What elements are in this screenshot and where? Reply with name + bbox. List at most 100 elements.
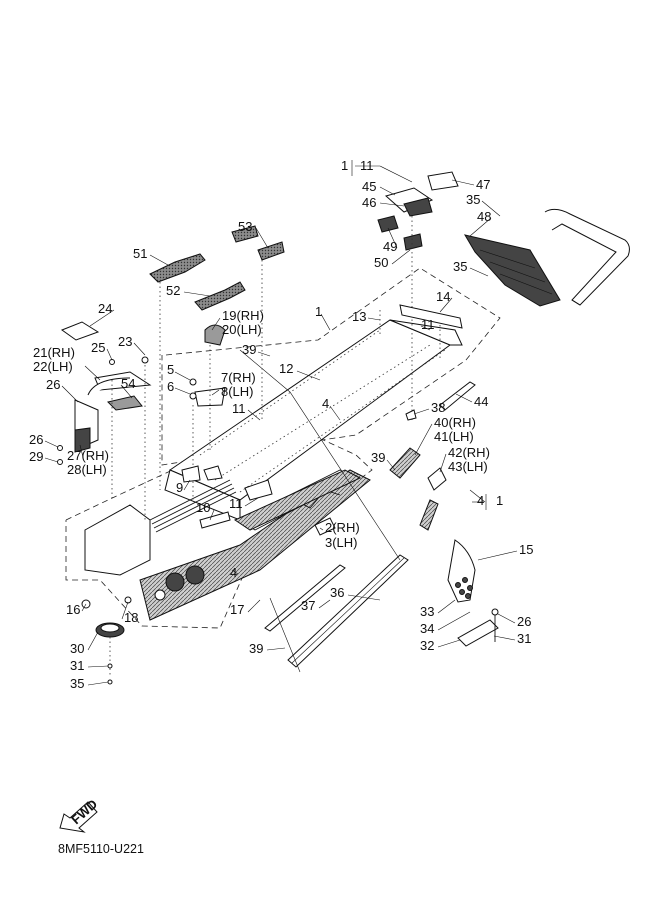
mat-53b xyxy=(257,241,285,261)
front-bulkhead xyxy=(84,504,151,576)
part-label-l51: 51 xyxy=(133,246,147,261)
part-label-l36: 36 xyxy=(330,585,344,600)
part-label-l19: 19(RH) xyxy=(222,308,264,323)
rear-bumper xyxy=(239,349,409,673)
part-label-l21: 21(RH) xyxy=(33,345,75,360)
part-label-l39b: 39 xyxy=(371,450,385,465)
part-label-l1b: 1 xyxy=(315,304,322,319)
frame-hole-3 xyxy=(154,589,166,601)
reference-brackets xyxy=(351,160,487,510)
part-label-l43: 43(LH) xyxy=(448,459,488,474)
part-54 xyxy=(107,395,143,411)
part-21-handle xyxy=(87,377,131,396)
part-45 xyxy=(384,187,434,213)
part-label-l26c: 26 xyxy=(517,614,531,629)
left-parts xyxy=(57,321,152,520)
part-15-assembly xyxy=(447,539,499,647)
tunnel-rear-edge xyxy=(389,319,463,346)
part-label-l1a: 1 xyxy=(341,158,348,173)
part-label-l41: 41(LH) xyxy=(434,429,474,444)
part-label-l13: 13 xyxy=(352,309,366,324)
part-label-l2: 2(RH) xyxy=(325,520,360,535)
part-label-l34: 34 xyxy=(420,621,434,636)
part-label-l26a: 26 xyxy=(46,377,60,392)
part-label-l33: 33 xyxy=(420,604,434,619)
part-label-l30: 30 xyxy=(70,641,84,656)
bumper-bar-37 xyxy=(264,564,346,632)
part-23 xyxy=(141,356,149,364)
part-label-l5: 5 xyxy=(167,362,174,377)
rear-rack xyxy=(463,208,630,307)
part-33-holes xyxy=(455,577,473,599)
part-7-8 xyxy=(194,387,226,407)
part-25 xyxy=(109,359,115,365)
part-label-l4c: 4 xyxy=(230,565,237,580)
part-label-l29: 29 xyxy=(29,449,43,464)
leader-lines xyxy=(44,165,518,686)
part-10 xyxy=(199,511,231,529)
mat-51 xyxy=(149,253,206,283)
part-14 xyxy=(399,304,463,329)
part-label-l54: 54 xyxy=(121,376,135,391)
part-19-20 xyxy=(204,324,226,346)
part-46 xyxy=(403,197,433,217)
running-board-plate xyxy=(233,469,362,531)
part-9 xyxy=(181,465,201,483)
part-label-l50: 50 xyxy=(374,255,388,270)
fwd-arrow-icon: FWD xyxy=(59,796,100,833)
part-label-l17: 17 xyxy=(230,602,244,617)
part-5 xyxy=(189,378,197,386)
center-brackets xyxy=(181,324,273,529)
part-44 xyxy=(439,381,476,411)
part-label-l48: 48 xyxy=(477,209,491,224)
part-label-l7: 7(RH) xyxy=(221,370,256,385)
side-rail xyxy=(419,499,439,531)
part-label-l11c: 11 xyxy=(232,401,246,416)
part-label-l35a: 35 xyxy=(466,192,480,207)
heat-exchanger-slots xyxy=(149,479,237,533)
part-24 xyxy=(60,321,100,341)
part-label-l35c: 35 xyxy=(70,676,84,691)
part-26-bolt xyxy=(57,445,63,451)
frame-hole-1 xyxy=(165,572,185,592)
part-label-l44: 44 xyxy=(474,394,488,409)
part-label-l52: 52 xyxy=(166,283,180,298)
part-50 xyxy=(403,233,423,251)
part-label-l27: 27(RH) xyxy=(67,448,109,463)
part-label-l1c: 1 xyxy=(496,493,503,508)
part-label-l14: 14 xyxy=(436,289,450,304)
part-label-l11d: 11 xyxy=(229,496,243,511)
lower-left-parts xyxy=(81,596,132,685)
part-label-l23: 23 xyxy=(118,334,132,349)
part-label-l25: 25 xyxy=(91,340,105,355)
part-26-screw xyxy=(491,608,499,616)
part-49 xyxy=(377,215,399,233)
part-label-l45: 45 xyxy=(362,179,376,194)
part-label-l32: 32 xyxy=(420,638,434,653)
part-label-l16: 16 xyxy=(66,602,80,617)
part-label-l38: 38 xyxy=(431,400,445,415)
part-label-l31a: 31 xyxy=(517,631,531,646)
running-board xyxy=(233,469,362,536)
part-label-l22: 22(LH) xyxy=(33,359,73,374)
part-label-l4a: 4 xyxy=(322,396,329,411)
part-label-l35b: 35 xyxy=(453,259,467,274)
part-29 xyxy=(57,459,63,465)
part-label-l18: 18 xyxy=(124,610,138,625)
part-label-l12: 12 xyxy=(279,361,293,376)
part-label-l24: 24 xyxy=(98,301,112,316)
part-label-l37: 37 xyxy=(301,598,315,613)
part-label-l8: 8(LH) xyxy=(221,384,254,399)
part-38 xyxy=(405,409,417,421)
bracket-2-3 xyxy=(314,517,336,536)
diagram-code: 8MF5110-U221 xyxy=(58,842,144,856)
part-10-bracket xyxy=(203,465,223,481)
part-label-l20: 20(LH) xyxy=(222,322,262,337)
part-label-l31b: 31 xyxy=(70,658,84,673)
part-label-l46: 46 xyxy=(362,195,376,210)
frame-hole-2 xyxy=(185,565,205,585)
part-label-l3: 3(LH) xyxy=(325,535,358,550)
